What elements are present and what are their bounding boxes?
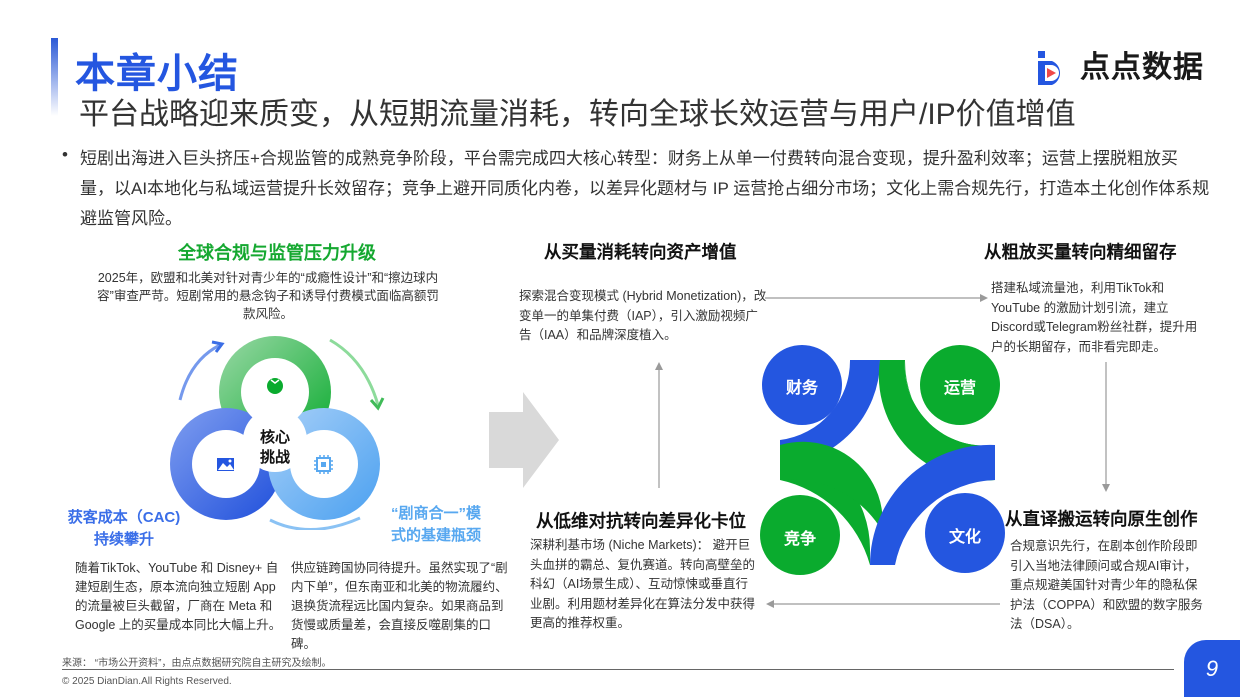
challenge-top-title: 全球合规与监管压力升级 — [178, 243, 376, 263]
challenge-top-text: 2025年，欧盟和北美对针对青少年的“成瘾性设计”和“擦边球内容”审查严苛。短剧… — [97, 271, 439, 321]
operations-circle — [920, 345, 1000, 425]
finance-title: 从买量消耗转向资产增值 — [544, 242, 737, 262]
copyright: © 2025 DianDian.All Rights Reserved. — [62, 676, 232, 687]
competition-title: 从低维对抗转向差异化卡位 — [536, 511, 746, 531]
four-pillars-diagram — [760, 345, 1005, 575]
summary-text: 短剧出海进入巨头挤压+合规监管的成熟竞争阶段，平台需完成四大核心转型：财务上从单… — [80, 149, 1210, 228]
core-challenge-diagram — [170, 336, 385, 530]
cycle-arrow-left — [178, 343, 221, 401]
quadrant-operations: 运营 — [943, 380, 976, 397]
chip-icon — [314, 455, 333, 474]
quadrant-culture: 文化 — [948, 529, 981, 546]
operations-title: 从粗放买量转向精细留存 — [984, 242, 1177, 262]
core-challenge-label: 核心 挑战 — [255, 428, 295, 468]
title-accent-bar — [51, 38, 58, 116]
footer-divider — [62, 669, 1174, 670]
core-label-line1: 核心 — [259, 429, 290, 446]
competition-circle — [760, 495, 840, 575]
quadrant-competition: 竞争 — [783, 531, 816, 548]
challenge-left-title: 获客成本（CAC) 持续攀升 — [62, 507, 186, 551]
dd-logo-icon — [1036, 49, 1074, 87]
challenge-right-text: 供应链跨国协同待提升。虽然实现了“剧内下单”，但东南亚和北美的物流履约、退换货流… — [291, 561, 508, 651]
source-note: 来源： “市场公开资料”，由点点数据研究院自主研究及绘制。 — [62, 658, 332, 669]
challenge-right-title-line2: 式的基建瓶颈 — [390, 527, 481, 544]
brand-logo: 点点数据 — [1036, 48, 1204, 88]
tomato-icon — [267, 378, 283, 394]
finance-text: 探索混合变现模式 (Hybrid Monetization)，改变单一的单集付费… — [519, 289, 767, 342]
logo-text: 点点数据 — [1080, 51, 1204, 84]
bullet-marker: • — [62, 145, 68, 164]
challenge-left-text: 随着TikTok、YouTube 和 Disney+ 自建短剧生态，原本流向独立… — [75, 561, 282, 632]
core-label-line2: 挑战 — [259, 449, 290, 466]
competition-text: 深耕利基市场 (Niche Markets)： 避开巨头血拼的霸总、复仇赛道。转… — [530, 538, 756, 630]
challenge-right-title-line1: “剧商合一”模 — [390, 505, 481, 522]
culture-title: 从直译搬运转向原生创作 — [1005, 509, 1198, 529]
page-number: 9 — [1184, 640, 1240, 697]
cycle-arrow-bottom — [269, 516, 361, 530]
big-arrow-right-icon — [489, 392, 559, 488]
culture-circle — [925, 493, 1005, 573]
challenge-left-title-line1: 获客成本（CAC) — [67, 509, 181, 526]
challenge-right-title: “剧商合一”模 式的基建瓶颈 — [380, 503, 492, 547]
operations-text: 搭建私域流量池，利用TikTok和YouTube 的激励计划引流，建立Disco… — [991, 281, 1198, 354]
challenge-left-title-line2: 持续攀升 — [93, 531, 154, 548]
image-icon — [217, 458, 234, 471]
cycle-arrow-right — [329, 338, 380, 406]
page-title: 本章小结 — [75, 52, 239, 96]
page-subtitle: 平台战略迎来质变，从短期流量消耗，转向全球长效运营与用户/IP价值增值 — [79, 98, 1076, 131]
quadrant-finance: 财务 — [785, 380, 818, 397]
finance-circle — [762, 345, 842, 425]
culture-text: 合规意识先行，在剧本创作阶段即引入当地法律顾问或合规AI审计，重点规避美国针对青… — [1010, 539, 1203, 631]
